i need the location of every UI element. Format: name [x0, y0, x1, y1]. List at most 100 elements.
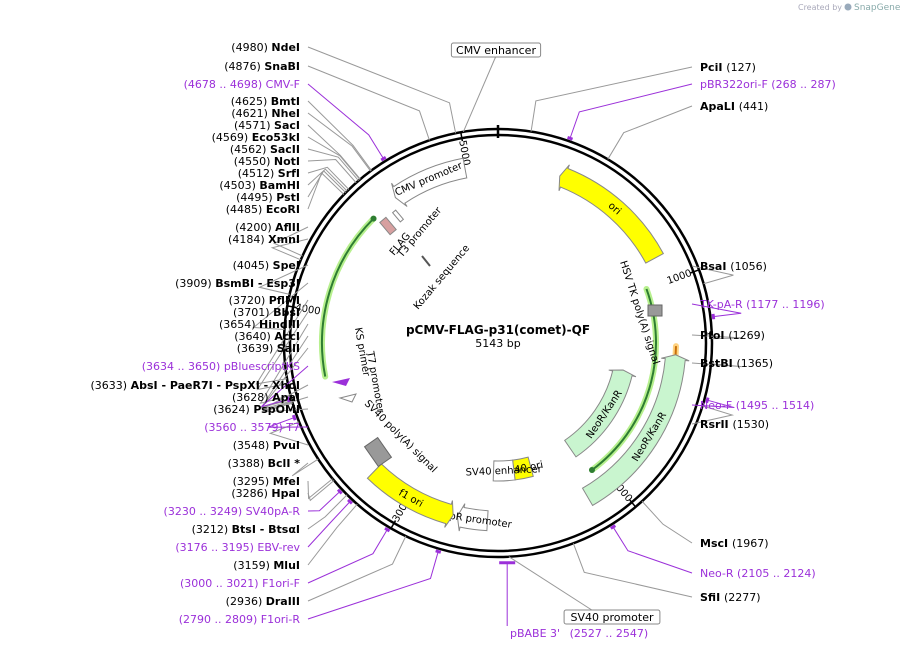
site-label: (3295) MfeI: [233, 475, 300, 488]
tick-label: 1000: [666, 268, 694, 287]
site-label: (3628) ApaI: [232, 391, 300, 404]
name-text: HpaI: [271, 487, 300, 500]
name-text: DraIII: [266, 595, 300, 608]
position-text: (3230 .. 3249): [164, 505, 246, 518]
name-text: NdeI: [271, 41, 300, 54]
tick-label: 4000: [294, 302, 321, 317]
name-text: HindIII: [259, 318, 300, 331]
snapgene-brand-text: SnapGene: [854, 3, 901, 13]
primer-binding-mark: [286, 396, 291, 403]
position-text: (1177 .. 1196): [746, 298, 825, 311]
position-text: (4980): [231, 41, 271, 54]
site-leader-line: [252, 282, 309, 330]
feature-arrow: [563, 369, 637, 458]
primer-binding-mark: [291, 414, 297, 421]
position-text: (4625): [231, 95, 271, 108]
site-label: (3720) PflMI: [229, 294, 300, 307]
name-text: NotI: [274, 155, 300, 168]
position-text: (3640): [234, 330, 274, 343]
position-text: (3701): [233, 306, 273, 319]
site-leader-line: [641, 500, 693, 544]
site-label: MscI (1967): [700, 537, 769, 550]
position-text: (3000 .. 3021): [180, 577, 262, 590]
position-text: (2527 .. 2547): [570, 627, 649, 640]
site-label: (3548) PvuI: [233, 439, 300, 452]
site-leader-line: [307, 168, 348, 192]
feature-arrow: [456, 503, 489, 532]
name-text: BbsI: [273, 306, 300, 319]
site-label: (4495) PstI: [236, 191, 300, 204]
site-label: SfiI (2277): [700, 591, 761, 604]
site-leader-line: [262, 402, 309, 413]
name-text: RsrII: [700, 418, 732, 431]
site-label: (3909) BsmBI - Esp3I: [175, 277, 300, 290]
primer-label: (2790 .. 2809) F1ori-R: [179, 613, 301, 626]
name-text: EBV-rev: [257, 541, 300, 554]
boxed-label-frame: [563, 609, 661, 625]
site-label: (3388) BclI *: [228, 457, 301, 470]
site-label: ApaLI (441): [700, 100, 768, 113]
position-text: (127): [726, 61, 756, 74]
primer-label: pBR322ori-F (268 .. 287): [700, 78, 836, 91]
site-label: RsrII (1530): [700, 418, 769, 431]
plasmid-name: pCMV-FLAG-p31(comet)-QF: [406, 323, 590, 337]
tick-mark: [287, 305, 297, 309]
position-text: (3176 .. 3195): [175, 541, 257, 554]
site-label: (4550) NotI: [234, 155, 300, 168]
tick-mark: [629, 499, 637, 508]
t7-promoter-feature: [338, 393, 357, 403]
site-leader-line: [307, 148, 359, 182]
name-text: EcoRI: [266, 203, 300, 216]
primer-leader-line: [261, 365, 309, 408]
site-leader-line: [307, 535, 407, 602]
name-text: NheI: [271, 107, 300, 120]
name-text: BamHI: [259, 179, 300, 192]
boxed-label-leader: [462, 55, 497, 133]
name-text: PfoI: [700, 329, 728, 342]
primer-leader-line: [307, 530, 388, 584]
position-text: (3548): [233, 439, 273, 452]
primer-leader-line: [307, 552, 439, 620]
name-text: BsmBI - Esp3I: [215, 277, 300, 290]
site-label: (4980) NdeI: [231, 41, 300, 54]
name-text: XmnI: [268, 233, 300, 246]
position-text: (1495 .. 1514): [736, 399, 815, 412]
position-text: (4571): [234, 119, 274, 132]
site-leader-line: [261, 384, 309, 410]
name-text: SrfI: [278, 167, 300, 180]
position-text: (2277): [724, 591, 761, 604]
position-text: (4503): [219, 179, 259, 192]
hsv-tk-polya-box: [647, 304, 663, 317]
site-leader-line: [307, 112, 371, 172]
position-text: (441): [739, 100, 769, 113]
site-label: (4571) SacI: [234, 119, 300, 132]
site-leader-line: [691, 405, 735, 425]
site-leader-line: [307, 100, 372, 171]
site-label: (4485) EcoRI: [226, 203, 300, 216]
name-text: BmtI: [271, 95, 300, 108]
name-text: PstI: [276, 191, 300, 204]
position-text: (4200): [235, 221, 275, 234]
name-text: CMV-F: [266, 78, 300, 91]
site-label: (4503) BamHI: [219, 179, 300, 192]
t3-promoter-feature: [391, 209, 405, 223]
name-text: Neo-F: [700, 399, 736, 412]
position-text: (4485): [226, 203, 266, 216]
inner-feature-label: SV40 poly(A) signal: [362, 398, 439, 475]
primer-label: TK-pA-R (1177 .. 1196): [699, 298, 825, 311]
position-text: (2790 .. 2809): [179, 613, 261, 626]
boxed-label-text: CMV enhancer: [456, 44, 536, 57]
primer-binding-mark: [610, 524, 617, 530]
primer-label: (3176 .. 3195) EBV-rev: [175, 541, 300, 554]
site-label: (3701) BbsI: [233, 306, 300, 319]
position-text: (3639): [237, 342, 277, 355]
position-text: (4678 .. 4698): [184, 78, 266, 91]
site-leader-line: [259, 323, 309, 404]
name-text: T7: [285, 421, 300, 434]
position-text: (4550): [234, 155, 274, 168]
position-text: (3560 .. 3579): [204, 421, 286, 434]
name-text: AccI: [274, 330, 300, 343]
primer-leader-line: [307, 491, 340, 512]
name-text: PflMI: [269, 294, 300, 307]
